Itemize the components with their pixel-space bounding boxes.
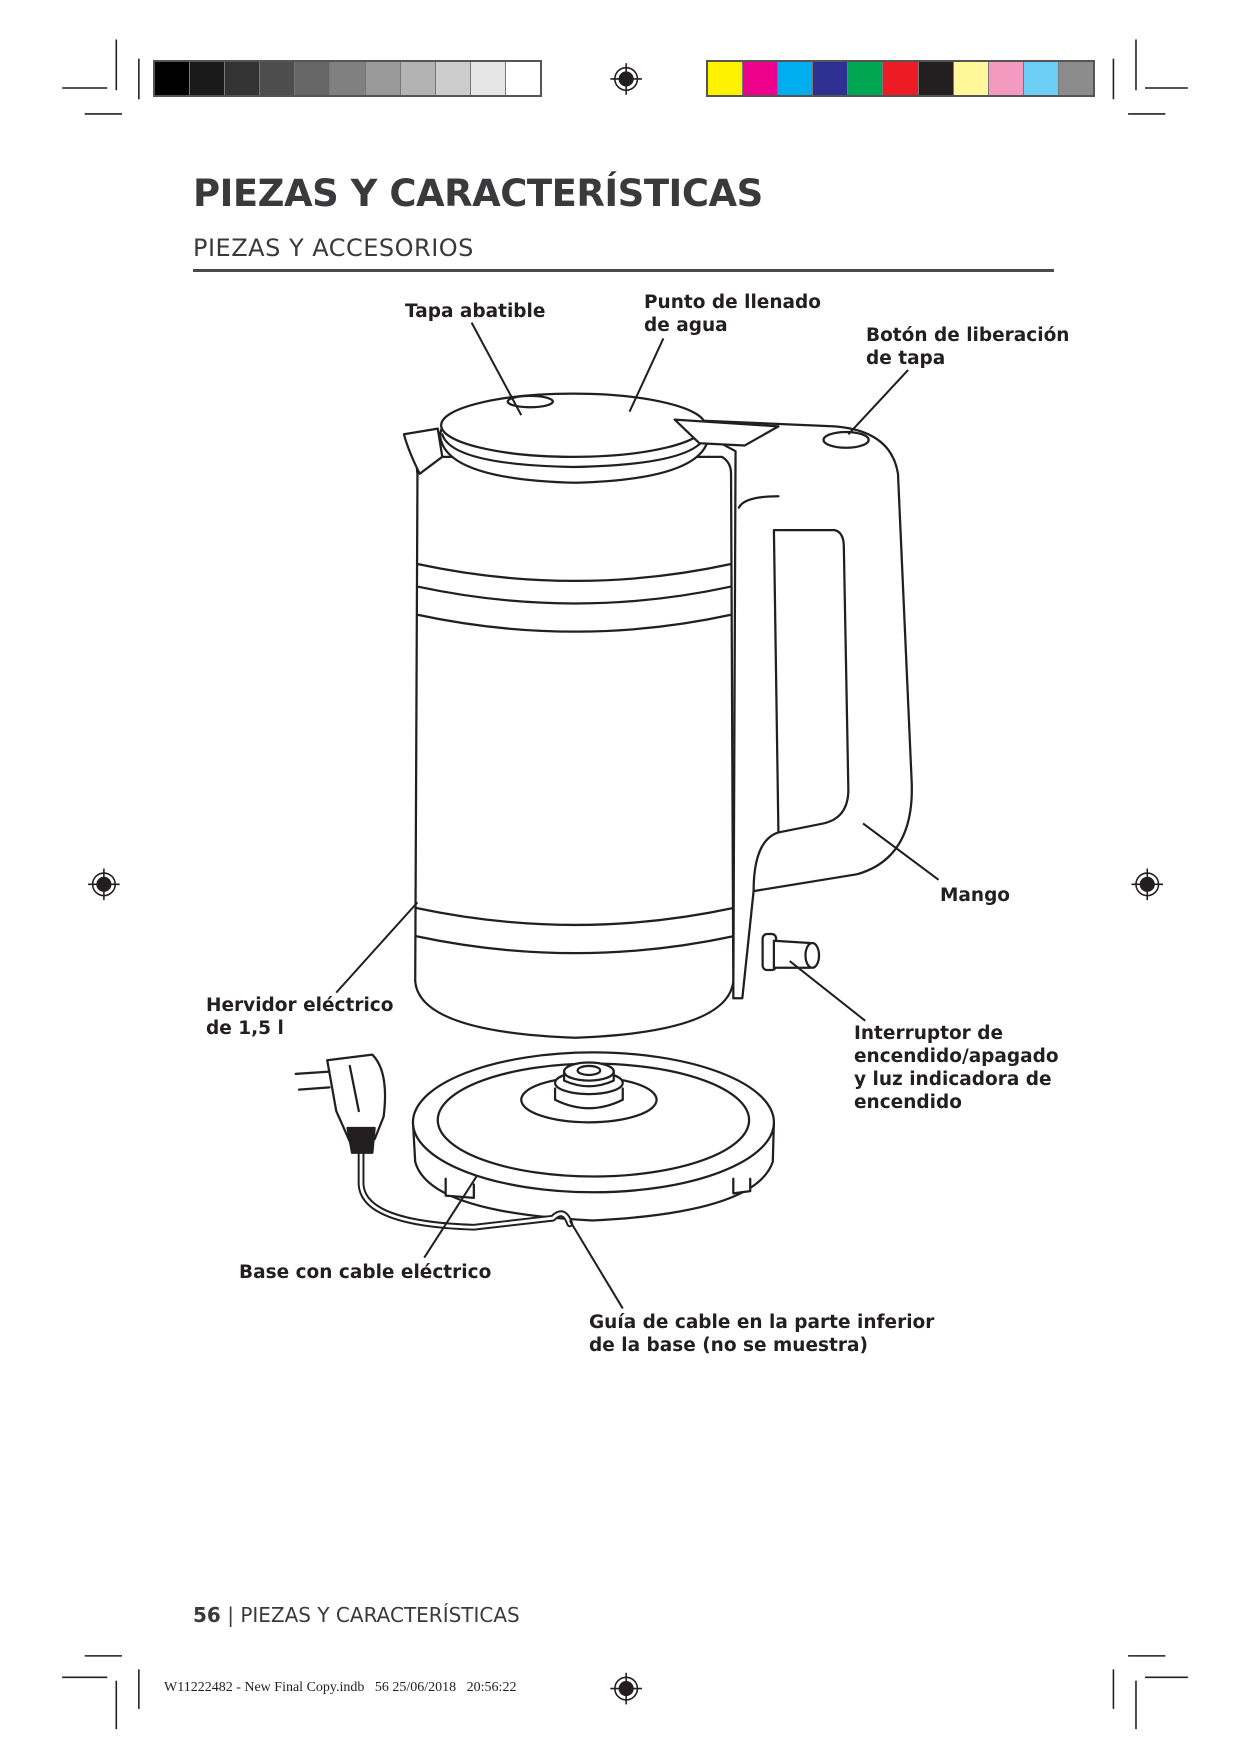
color-swatch	[155, 62, 191, 95]
spout	[402, 427, 444, 475]
color-swatch	[435, 62, 471, 95]
color-swatch	[708, 62, 744, 95]
lid-release-button	[673, 418, 780, 447]
footer-section: PIEZAS Y CARACTERÍSTICAS	[240, 1603, 520, 1627]
label-base: Base con cable eléctrico	[239, 1262, 492, 1283]
color-swatch	[470, 62, 506, 95]
color-swatch	[848, 62, 884, 95]
color-swatch	[225, 62, 261, 95]
color-swatch	[295, 62, 331, 95]
grayscale-color-bar	[153, 60, 542, 97]
leader-lines	[335, 322, 940, 1309]
process-color-bar	[706, 60, 1095, 97]
color-swatch	[918, 62, 954, 95]
color-swatch	[778, 62, 814, 95]
color-swatch	[988, 62, 1024, 95]
color-swatch	[330, 62, 366, 95]
color-swatch	[813, 62, 849, 95]
color-swatch	[1023, 62, 1059, 95]
color-swatch	[883, 62, 919, 95]
crop-marks	[62, 39, 1188, 1730]
color-swatch	[953, 62, 989, 95]
color-swatch	[400, 62, 436, 95]
kettle-body	[414, 455, 735, 1039]
lid-top	[440, 392, 707, 458]
footer-separator: |	[227, 1603, 234, 1627]
registration-target-icon	[88, 63, 1164, 1705]
print-slug: W11222482 - New Final Copy.indb 56 25/06…	[164, 1680, 517, 1695]
color-swatch	[190, 62, 226, 95]
page-number: 56	[193, 1603, 221, 1627]
color-swatch	[505, 62, 541, 95]
page-footer: 56 | PIEZAS Y CARACTERÍSTICAS	[193, 1603, 520, 1627]
section-divider	[193, 269, 1054, 272]
handle-opening	[772, 529, 850, 834]
section-subtitle: PIEZAS Y ACCESORIOS	[193, 234, 474, 262]
label-handle: Mango	[940, 885, 1011, 906]
label-lid: Tapa abatible	[405, 301, 546, 322]
color-swatch	[1058, 62, 1094, 95]
color-swatch	[743, 62, 779, 95]
color-swatch	[365, 62, 401, 95]
color-swatch	[260, 62, 296, 95]
page-title: PIEZAS Y CARACTERÍSTICAS	[193, 172, 763, 215]
